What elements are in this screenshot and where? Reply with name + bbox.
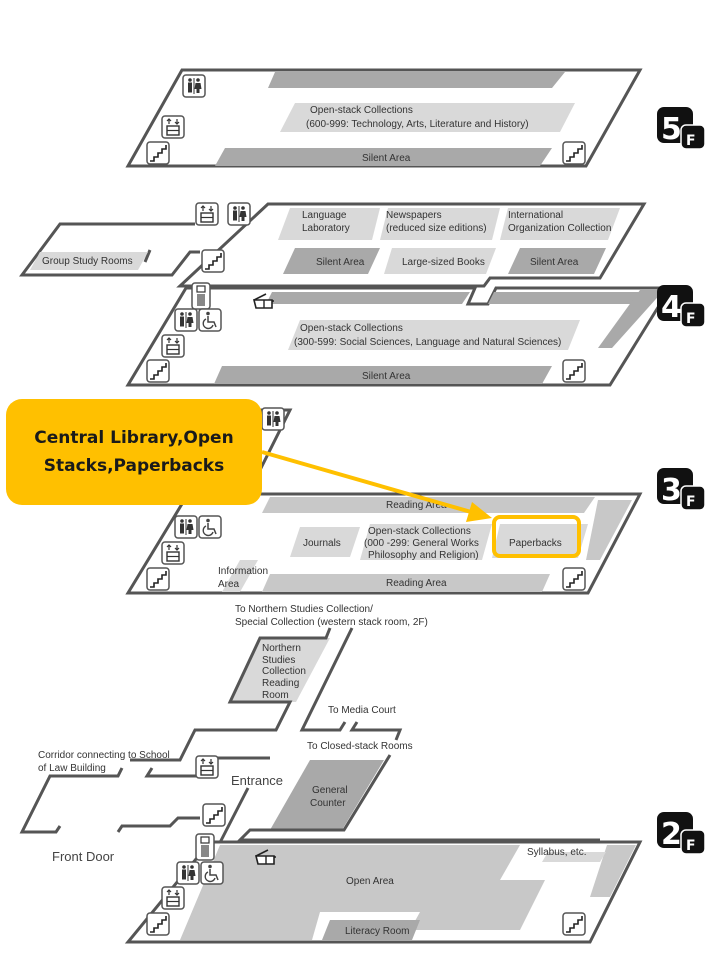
badge-5f-suffix: F <box>686 133 696 149</box>
to-northern-line2: Special Collection (western stack room, … <box>235 617 428 628</box>
corridor-line1: Corridor connecting to School <box>38 750 170 761</box>
wheelchair-icon <box>198 308 222 332</box>
open-area: Open Area <box>346 876 394 887</box>
newspapers-line2: (reduced size editions) <box>386 223 487 234</box>
svg-text:Reading: Reading <box>262 678 299 689</box>
northern-room-label: Northern Studies Collection Reading Room <box>262 643 306 701</box>
svg-text:Room: Room <box>262 690 289 701</box>
wheelchair-icon <box>200 861 224 885</box>
f5-collections-title: Open-stack Collections <box>310 105 413 116</box>
floor-badge-4f: 4 F <box>657 285 706 328</box>
stairs-icon <box>146 912 170 936</box>
paperbacks-highlight <box>492 515 581 558</box>
restroom-icon <box>261 407 285 431</box>
phone-icon <box>195 833 215 861</box>
floor-badge-2f: 2 F <box>657 812 706 855</box>
to-media-court: To Media Court <box>328 705 396 716</box>
stairs-icon <box>201 249 225 273</box>
intl-collection-line2: Organization Collection <box>508 223 611 234</box>
stairs-icon <box>562 912 586 936</box>
f3-collections-range-line1: (000 -299: General Works <box>364 538 479 549</box>
restroom-icon <box>174 308 198 332</box>
elevator-icon <box>195 202 219 226</box>
stairs-icon <box>146 359 170 383</box>
svg-text:Collection: Collection <box>262 666 306 677</box>
svg-text:Northern: Northern <box>262 643 301 654</box>
paperbacks[interactable]: Paperbacks <box>509 538 562 549</box>
to-closed-stack-rooms: To Closed-stack Rooms <box>307 741 413 752</box>
stairs-icon <box>562 567 586 591</box>
badge-2f-suffix: F <box>686 838 696 854</box>
f3-reading-area-bottom: Reading Area <box>386 578 447 589</box>
to-northern-line1: To Northern Studies Collection/ <box>235 604 373 615</box>
floor-badge-3f: 3 F <box>657 468 706 511</box>
restroom-icon <box>227 202 251 226</box>
information-area-line2: Area <box>218 579 240 590</box>
language-lab-line1: Language <box>302 210 347 221</box>
badge-5f-number: 5 <box>661 112 682 147</box>
restroom-icon <box>182 74 206 98</box>
large-sized-books: Large-sized Books <box>402 257 485 268</box>
wheelchair-icon <box>198 515 222 539</box>
front-door: Front Door <box>52 849 115 864</box>
f5-silent-area: Silent Area <box>362 153 411 164</box>
floor-3f: Reading Area Journals Open-stack Collect… <box>125 407 643 595</box>
stairs-icon <box>202 803 226 827</box>
floor-5f: Open-stack Collections (600-999: Technol… <box>125 68 643 168</box>
f3-reading-area-top: Reading Area <box>386 500 447 511</box>
intl-collection-line1: International <box>508 210 563 221</box>
floor-2f: To Northern Studies Collection/ Special … <box>19 604 643 944</box>
syllabus: Syllabus, etc. <box>527 847 586 858</box>
stairs-icon <box>146 567 170 591</box>
phone-icon <box>191 282 211 310</box>
elevator-icon <box>161 334 185 358</box>
f4-silent-area-left: Silent Area <box>316 257 365 268</box>
f4-silent-area-bottom: Silent Area <box>362 371 411 382</box>
entrance: Entrance <box>231 773 283 788</box>
badge-4f-number: 4 <box>661 290 682 325</box>
floor-4f: Group Study Rooms Language Laboratory Ne… <box>19 202 673 387</box>
general-counter-line1: General <box>312 785 348 796</box>
f5-collections-range: (600-999: Technology, Arts, Literature a… <box>306 119 529 130</box>
f4-collections-range: (300-599: Social Sciences, Language and … <box>294 337 561 348</box>
f4-collections-title: Open-stack Collections <box>300 323 403 334</box>
newspapers-line1: Newspapers <box>386 210 442 221</box>
floor-badge-5f: 5 F <box>657 107 706 150</box>
stairs-icon <box>562 359 586 383</box>
f3-collections-range-line2: Philosophy and Religion) <box>368 550 479 561</box>
f3-collections-title: Open-stack Collections <box>368 526 471 537</box>
callout-arrow <box>261 450 492 522</box>
elevator-icon <box>161 886 185 910</box>
literacy-room: Literacy Room <box>345 926 409 937</box>
badge-3f-number: 3 <box>661 473 682 508</box>
general-counter-line2: Counter <box>310 798 346 809</box>
callout-line1: Central Library,Open <box>34 428 234 448</box>
restroom-icon <box>176 861 200 885</box>
elevator-icon <box>161 115 185 139</box>
information-area-line1: Information <box>218 566 268 577</box>
callout-line2: Stacks,Paperbacks <box>43 456 225 476</box>
badge-4f-suffix: F <box>686 311 696 327</box>
elevator-icon <box>161 541 185 565</box>
svg-text:Studies: Studies <box>262 655 295 666</box>
restroom-icon <box>174 515 198 539</box>
callout-box: Central Library,Open Stacks,Paperbacks <box>6 399 262 505</box>
stairs-icon <box>562 141 586 165</box>
badge-2f-number: 2 <box>661 817 682 852</box>
group-study-rooms: Group Study Rooms <box>42 256 133 267</box>
badge-3f-suffix: F <box>686 494 696 510</box>
stairs-icon <box>146 141 170 165</box>
journals: Journals <box>303 538 341 549</box>
elevator-icon <box>195 755 219 779</box>
f4-silent-area-right: Silent Area <box>530 257 579 268</box>
language-lab-line2: Laboratory <box>302 223 350 234</box>
corridor-line2: of Law Building <box>38 763 106 774</box>
